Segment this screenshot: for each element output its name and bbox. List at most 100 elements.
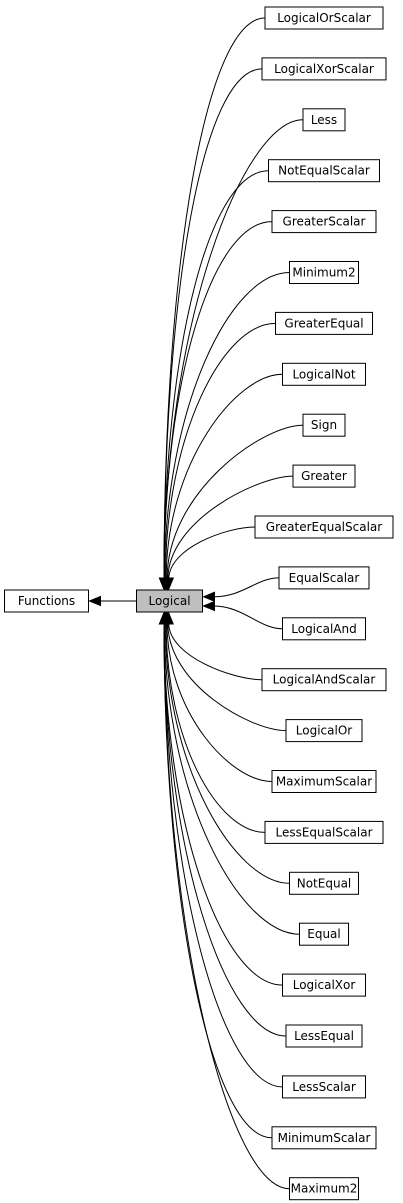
node-label: LessScalar (292, 1080, 356, 1094)
edge-maximum2-to-logical (163, 622, 290, 1190)
edge-greaterscalar-to-logical (163, 221, 273, 580)
node-logicalnot[interactable]: LogicalNot (282, 362, 366, 386)
node-label: LessEqualScalar (275, 825, 372, 839)
node-box (136, 589, 203, 613)
edge-logicalxorscalar-to-logical (163, 68, 263, 580)
edge-minimumscalar-to-logical (163, 622, 273, 1139)
node-minimumscalar[interactable]: MinimumScalar (271, 1126, 377, 1150)
node-logicalxorscalar[interactable]: LogicalXorScalar (261, 57, 387, 81)
edge-logicalxor-to-logical (163, 622, 283, 986)
node-equalscalar[interactable]: EqualScalar (278, 566, 370, 590)
node-box (264, 820, 384, 844)
node-label: LogicalNot (292, 367, 355, 381)
node-notequal[interactable]: NotEqual (289, 871, 359, 895)
node-logicalor[interactable]: LogicalOr (285, 719, 363, 743)
node-box (268, 159, 380, 183)
node-label: Functions (18, 594, 75, 608)
node-lessequalscalar[interactable]: LessEqualScalar (264, 820, 384, 844)
edge-lessequalscalar-to-logical (165, 622, 266, 833)
edge-logicalor-to-logical (167, 622, 287, 732)
node-label: MinimumScalar (278, 1131, 371, 1145)
node-greaterscalar[interactable]: GreaterScalar (271, 210, 377, 234)
edges-layer (88, 17, 304, 1190)
node-box (282, 362, 366, 386)
edge-lessscalar-to-logical (163, 622, 283, 1088)
node-logical[interactable]: Logical (136, 589, 203, 613)
node-greaterequal[interactable]: GreaterEqual (275, 311, 373, 335)
node-maximumscalar[interactable]: MaximumScalar (271, 770, 377, 793)
node-box (282, 1075, 366, 1099)
node-logicaland[interactable]: LogicalAnd (282, 617, 366, 641)
node-logicalandscalar[interactable]: LogicalAndScalar (261, 668, 387, 692)
edge-greaterequalscalar-to-logical (168, 526, 256, 580)
node-label: GreaterEqualScalar (266, 520, 382, 534)
edge-lessequal-to-logical (163, 622, 287, 1037)
node-box (285, 1024, 363, 1048)
node-greaterequalscalar[interactable]: GreaterEqualScalar (254, 515, 394, 539)
arrow-logical-to-functions (88, 595, 101, 607)
node-box (282, 617, 366, 641)
node-less[interactable]: Less (302, 108, 346, 132)
node-label: NotEqualScalar (278, 164, 370, 178)
edge-logicaland-to-logical (213, 605, 283, 630)
node-box (278, 566, 370, 590)
node-minimum2[interactable]: Minimum2 (289, 261, 359, 284)
edge-logicalnot-to-logical (165, 373, 283, 580)
node-label: Sign (311, 418, 337, 432)
arrow-greaterequalscalar-to-logical (163, 577, 175, 591)
arrow-equalscalar-to-logical (202, 591, 215, 603)
arrow-maximum2-to-logical (158, 611, 170, 625)
node-label: EqualScalar (289, 571, 360, 585)
node-label: LessEqual (294, 1029, 354, 1043)
node-label: LogicalOrScalar (277, 11, 371, 25)
node-functions[interactable]: Functions (4, 589, 89, 613)
node-label: Greater (301, 469, 347, 483)
node-label: LogicalOr (296, 724, 352, 738)
node-box (254, 515, 394, 539)
node-label: GreaterEqual (284, 316, 363, 330)
node-box (289, 1177, 359, 1201)
node-box (302, 108, 346, 132)
edge-maximumscalar-to-logical (166, 622, 273, 782)
arrow-logicaland-to-logical (202, 600, 215, 612)
node-label: LogicalXorScalar (274, 62, 374, 76)
node-box (4, 589, 89, 613)
node-maximum2[interactable]: Maximum2 (289, 1177, 359, 1201)
node-box (285, 719, 363, 743)
node-label: NotEqual (297, 876, 352, 890)
node-box (299, 922, 349, 946)
node-logicalxor[interactable]: LogicalXor (282, 973, 366, 997)
nodes-layer: LogicalOrScalarLogicalXorScalarLessNotEq… (4, 6, 394, 1201)
edge-notequal-to-logical (164, 622, 290, 884)
node-lessequal[interactable]: LessEqual (285, 1024, 363, 1048)
edge-less-to-logical (163, 119, 304, 580)
node-box (302, 413, 346, 437)
node-box (261, 57, 387, 81)
node-box (271, 1126, 377, 1150)
node-box (275, 311, 373, 335)
node-label: LogicalAnd (291, 622, 356, 636)
node-label: MaximumScalar (276, 775, 372, 789)
node-label: Logical (148, 594, 190, 608)
edge-greaterequal-to-logical (164, 322, 276, 580)
node-equal[interactable]: Equal (299, 922, 349, 946)
edge-greater-to-logical (167, 475, 294, 580)
node-notequalscalar[interactable]: NotEqualScalar (268, 159, 380, 183)
edge-minimum2-to-logical (164, 272, 290, 580)
node-label: LogicalAndScalar (273, 673, 376, 687)
node-box (271, 770, 377, 793)
node-box (289, 261, 359, 284)
node-logicalorscalar[interactable]: LogicalOrScalar (264, 6, 384, 30)
node-label: GreaterScalar (283, 215, 366, 229)
node-label: Maximum2 (291, 1182, 358, 1196)
node-label: Minimum2 (292, 266, 355, 280)
node-lessscalar[interactable]: LessScalar (282, 1075, 366, 1099)
node-label: Less (311, 113, 337, 127)
edge-equal-to-logical (163, 622, 300, 935)
node-box (271, 210, 377, 234)
node-greater[interactable]: Greater (292, 464, 356, 488)
edge-logicalandscalar-to-logical (168, 622, 263, 681)
node-box (264, 6, 384, 30)
node-sign[interactable]: Sign (302, 413, 346, 437)
